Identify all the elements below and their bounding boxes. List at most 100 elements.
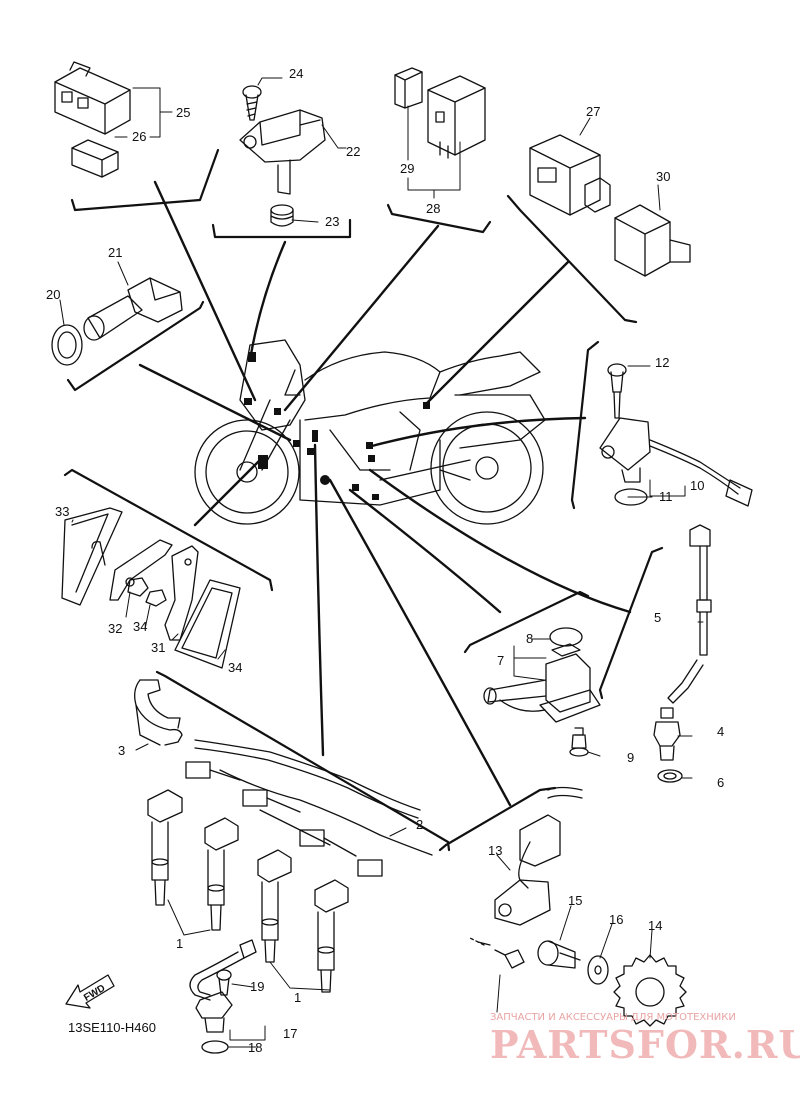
motorcycle-location-markers: [244, 352, 430, 500]
leader-1: [313, 443, 325, 757]
callout-29: 29: [400, 161, 414, 176]
leader-28: [423, 260, 570, 407]
part-35-nut: [127, 577, 167, 607]
callout-13: 13: [488, 843, 502, 858]
callout-16: 16: [609, 912, 623, 927]
part-34-reflector-right: [174, 579, 241, 669]
callout-17: 17: [283, 1026, 297, 1041]
group-bracket-5: [598, 546, 664, 700]
group-bracket-7-9: [463, 590, 590, 654]
callout-4: 4: [717, 724, 724, 739]
part-1-ignition-coil-2: [204, 817, 239, 931]
callout-23: 23: [325, 214, 339, 229]
part-1-ignition-coil-1: [147, 789, 183, 906]
part-5-sensor-lead: [667, 524, 712, 704]
callout-25: 25: [176, 105, 190, 120]
callout-9: 9: [627, 750, 634, 765]
callout-22: 22: [346, 144, 360, 159]
callout-leaders: [59, 77, 704, 1048]
callout-8: 8: [526, 631, 533, 646]
callout-31: 31: [151, 640, 165, 655]
callout-24: 24: [289, 66, 303, 81]
group-bracket-21-22: [66, 300, 205, 392]
watermark-tagline: ЗАПЧАСТИ И АКСЕССУАРЫ ДЛЯ МОТОТЕХНИКИ: [490, 1012, 736, 1023]
group-bracket-28-31: [506, 194, 638, 324]
part-31-relay: [614, 204, 691, 277]
callout-6: 6: [717, 775, 724, 790]
part-27-coupler: [71, 139, 119, 178]
part-18-sensor: [189, 939, 257, 1033]
callout-1: 1: [176, 936, 183, 951]
callout-34: 34: [133, 619, 147, 634]
part-15-sprocket: [613, 954, 687, 1027]
part-24-grommet: [270, 204, 294, 227]
callout-21: 21: [108, 245, 122, 260]
callout-33: 33: [55, 504, 69, 519]
part-34-reflector-left: [61, 507, 123, 606]
leader-7: [348, 488, 502, 614]
callout-1: 1: [294, 990, 301, 1005]
part-8-o-ring: [549, 627, 583, 647]
part-14-bolt: [469, 937, 525, 969]
group-bracket-1-3: [155, 670, 451, 852]
group-bracket-13-17: [438, 786, 557, 852]
callout-15: 15: [568, 893, 582, 908]
part-26-relay: [54, 61, 131, 135]
callout-30: 30: [656, 169, 670, 184]
leader-10: [370, 416, 587, 448]
callout-12: 12: [655, 355, 669, 370]
part-21-gasket: [51, 324, 83, 366]
part-30-connector: [394, 67, 423, 109]
fwd-arrow-icon: [65, 974, 115, 1009]
callout-28: 28: [426, 201, 440, 216]
part-16-bolt: [537, 940, 581, 969]
callout-10: 10: [690, 478, 704, 493]
part-9-bolt: [569, 727, 589, 757]
watermark: ЗАПЧАСТИ И АКСЕССУАРЫ ДЛЯ МОТОТЕХНИКИ PA…: [490, 1012, 800, 1067]
callout-27: 27: [586, 104, 600, 119]
part-13-pickup-coil: [494, 786, 583, 926]
leader-13: [328, 478, 512, 807]
part-2-wire-harness: [185, 739, 433, 877]
leader-23: [248, 240, 287, 362]
part-1-ignition-coil-4: [314, 879, 349, 993]
callout-11: 11: [659, 489, 673, 504]
callout-34: 34: [228, 660, 242, 675]
watermark-brand: PARTSFOR.RU: [490, 1022, 800, 1067]
part-10-sensor: [599, 417, 753, 507]
leader-26: [153, 180, 257, 402]
fwd-label: FWD: [82, 983, 107, 1004]
callout-19: 19: [250, 979, 264, 994]
group-bracket-23-25: [211, 218, 352, 239]
group-bracket-10-12: [570, 340, 600, 510]
part-23-sensor: [239, 109, 326, 195]
part-6-washer: [657, 769, 683, 783]
part-25-screw: [242, 85, 262, 121]
leader-34: [193, 456, 264, 527]
part-28-ecu-unit: [529, 134, 611, 216]
callout-5: 5: [654, 610, 661, 625]
callout-18: 18: [248, 1040, 262, 1055]
callout-20: 20: [46, 287, 60, 302]
callout-26: 26: [132, 129, 146, 144]
leader-22: [138, 363, 292, 442]
part-33-bracket: [91, 539, 173, 601]
group-bracket-29-30: [386, 203, 492, 234]
callout-32: 32: [108, 621, 122, 636]
callout-2: 2: [416, 817, 423, 832]
part-7-assembly: [483, 643, 601, 723]
callout-14: 14: [648, 918, 662, 933]
motorcycle-outline: [194, 339, 546, 525]
group-bracket-26-27: [70, 148, 220, 212]
leader-29: [283, 224, 440, 412]
part-1-ignition-coil-3: [257, 849, 292, 963]
part-12-bolt: [607, 363, 627, 419]
part-19-o-ring: [201, 1040, 229, 1054]
part-4-switch: [653, 707, 681, 761]
callout-3: 3: [118, 743, 125, 758]
part-17-washer: [587, 955, 609, 985]
group-bracket-32-35: [63, 468, 274, 592]
part-22-temp-sensor: [83, 277, 183, 341]
part-3-clamp: [134, 679, 183, 746]
